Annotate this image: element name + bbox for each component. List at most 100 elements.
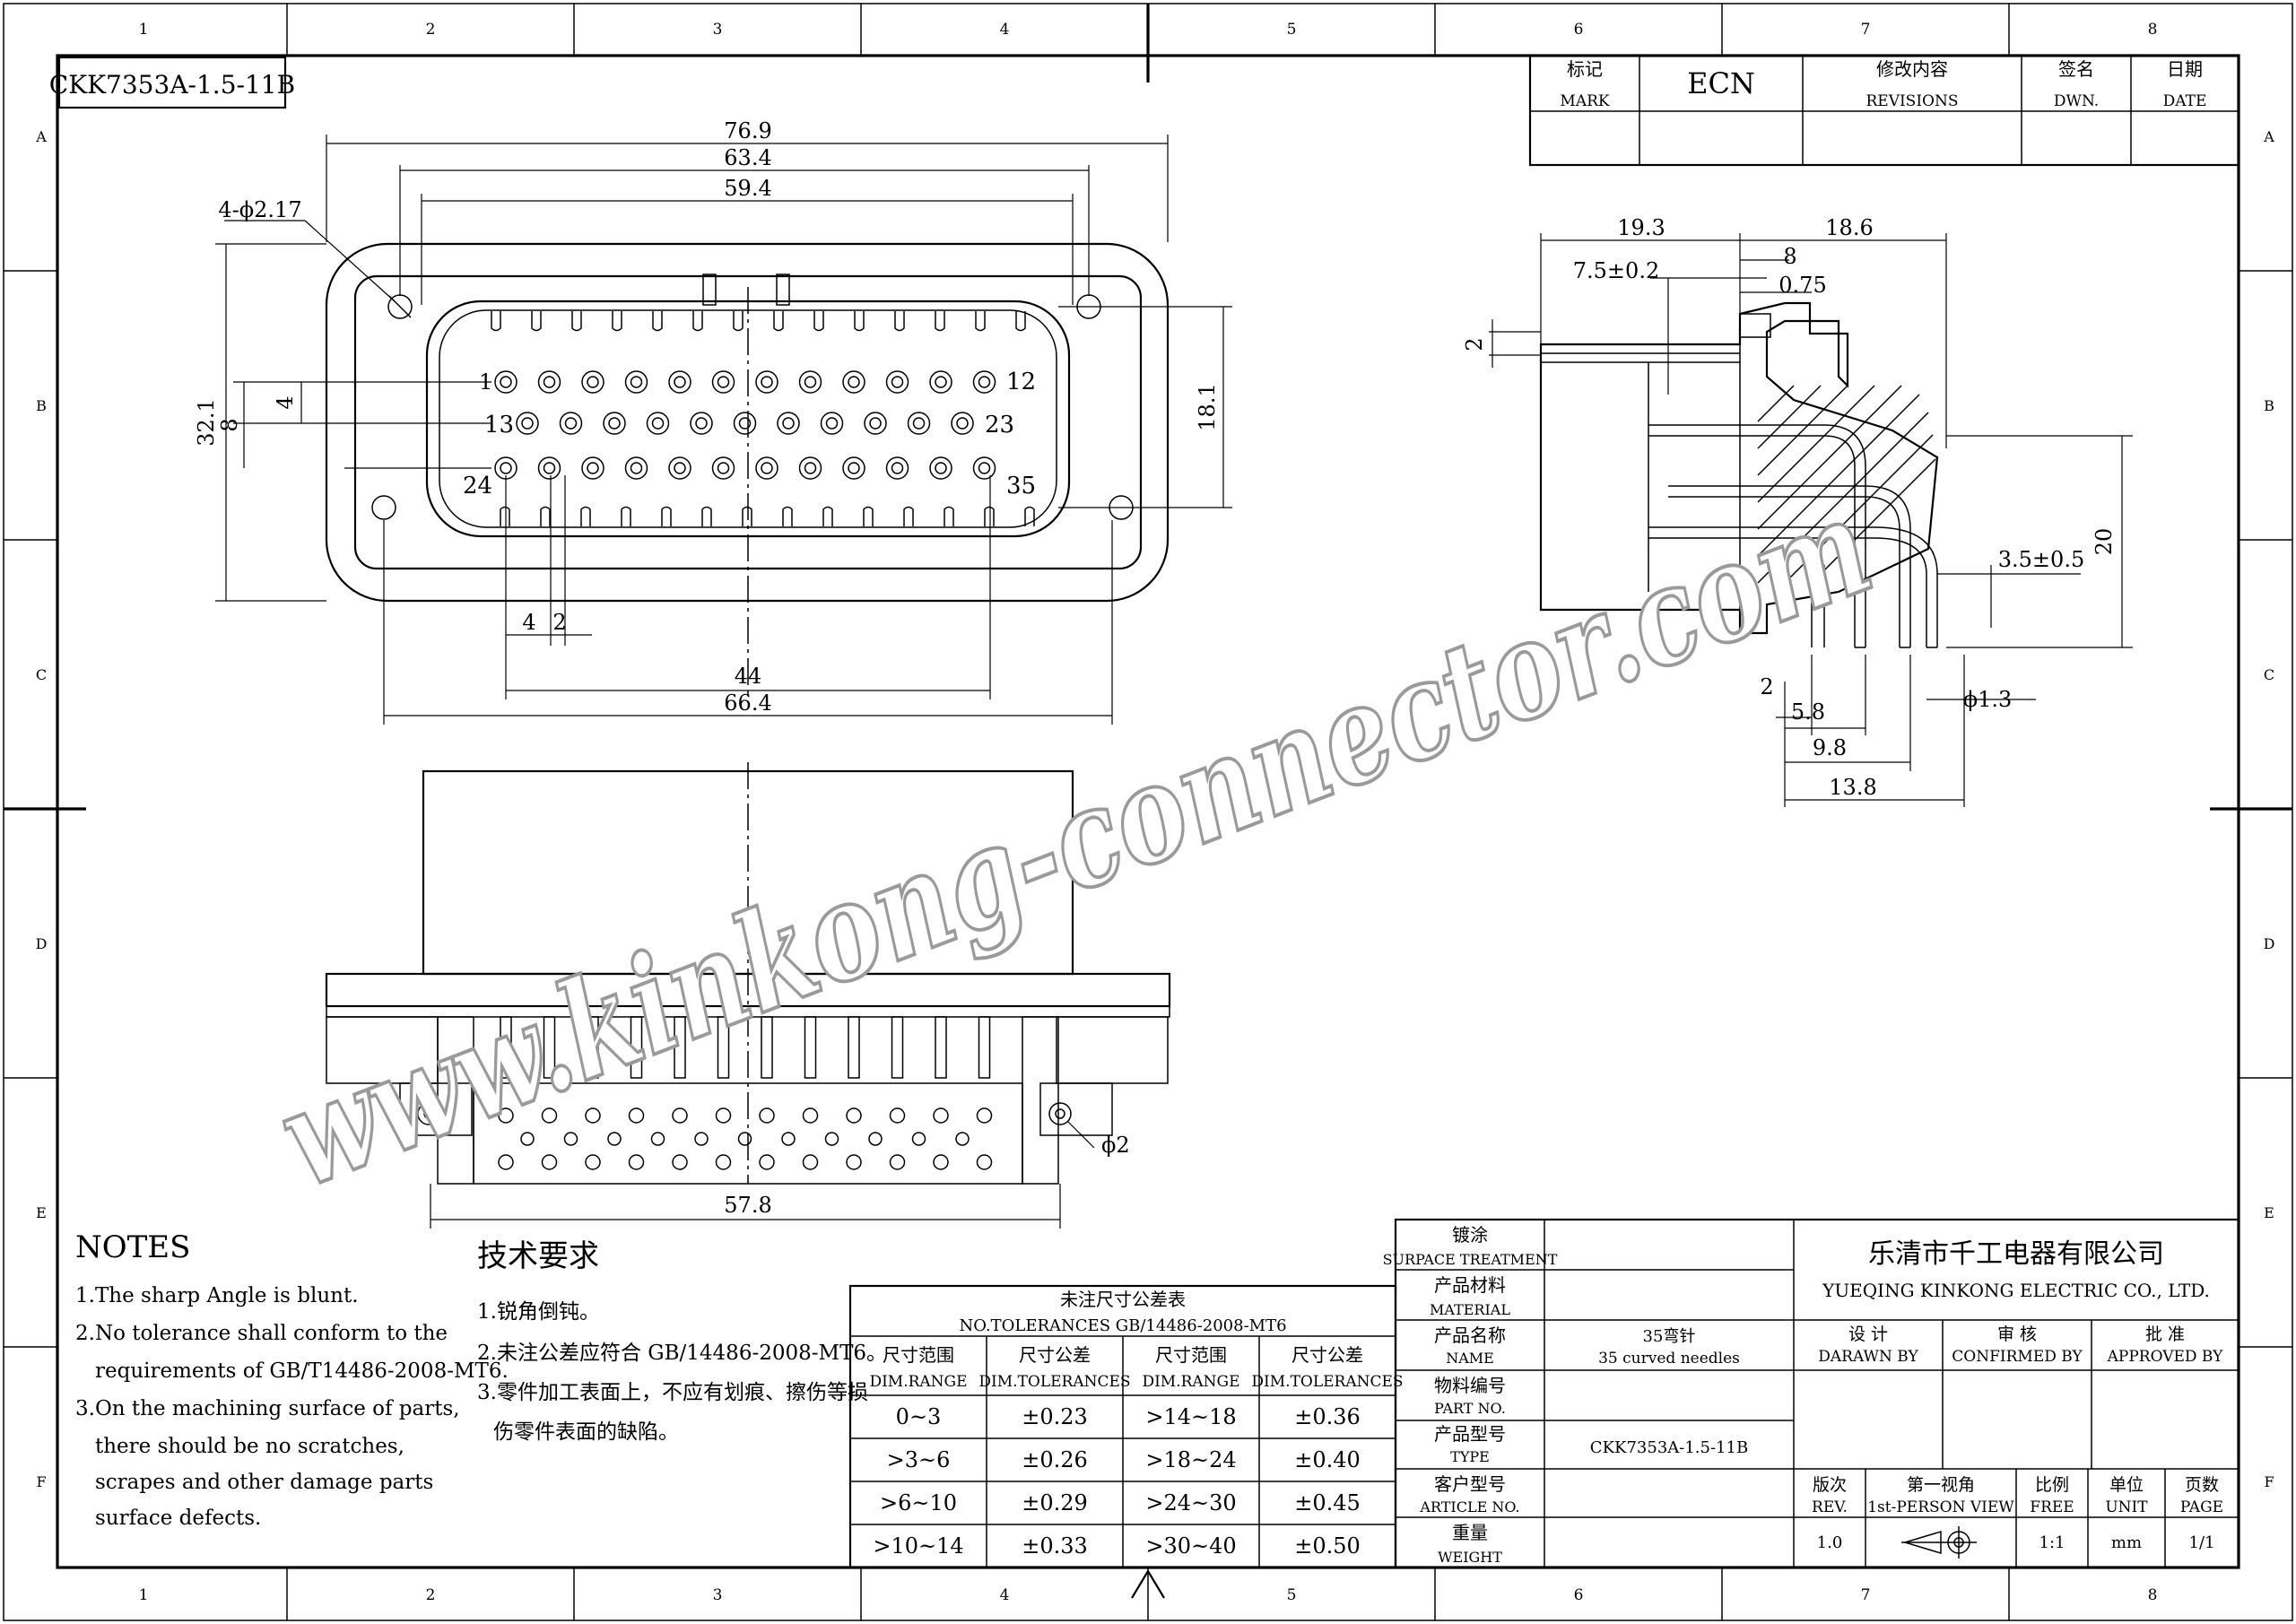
dim-5-8: 5.8 bbox=[1791, 699, 1825, 725]
pin-end bbox=[498, 1107, 514, 1124]
pin-label-13: 13 bbox=[484, 412, 514, 439]
dim-2-bottom-side: 2 bbox=[1760, 674, 1773, 699]
pin-end bbox=[802, 1107, 819, 1124]
tb-article-en: ARTICLE NO. bbox=[1419, 1498, 1519, 1515]
pin-center bbox=[804, 376, 817, 388]
dim-57-8: 57.8 bbox=[724, 1193, 771, 1218]
grid-row-labels: A B C D E F A B C D E F bbox=[35, 128, 2274, 1490]
notes-line-6: scrapes and other damage parts bbox=[95, 1471, 433, 1494]
tol-cell: 0~3 bbox=[896, 1404, 942, 1429]
watermark: www.kinkong-connector.com bbox=[258, 465, 1892, 1220]
pin-center bbox=[804, 462, 817, 474]
pin-end bbox=[846, 1154, 862, 1170]
tb-material-cn: 产品材料 bbox=[1434, 1274, 1506, 1296]
grid-col-7-bottom: 7 bbox=[1861, 1586, 1871, 1604]
notes-line-3: requirements of GB/T14486-2008-MT6. bbox=[95, 1359, 509, 1383]
side-view: 19.3 18.6 7.5±0.2 8 0.75 2 20 3.5±0.5 2 … bbox=[1462, 215, 2133, 807]
pin-end bbox=[759, 1107, 775, 1124]
tb-company-cn: 乐清市千工电器有限公司 bbox=[1868, 1238, 2164, 1270]
pin-end bbox=[715, 1154, 732, 1170]
pin-center bbox=[891, 462, 904, 474]
grid-col-5: 5 bbox=[1287, 21, 1297, 39]
pin-label-35: 35 bbox=[1006, 473, 1036, 499]
bottom-slot bbox=[1024, 506, 1035, 526]
pin-end bbox=[933, 1107, 949, 1124]
dim-4-left: 4 bbox=[273, 395, 298, 409]
tol-header-4-cn: 尺寸公差 bbox=[1292, 1344, 1363, 1366]
drawing-title-box: CKK7353A-1.5-11B bbox=[49, 56, 295, 109]
pin-lead bbox=[761, 1016, 773, 1079]
pin-end bbox=[498, 1154, 514, 1170]
pin-center bbox=[717, 462, 730, 474]
dim-32-1: 32.1 bbox=[194, 398, 219, 446]
tol-cell: >14~18 bbox=[1145, 1404, 1236, 1429]
pin-end bbox=[759, 1154, 775, 1170]
tol-cell: >10~14 bbox=[873, 1533, 963, 1559]
notes-line-7: surface defects. bbox=[95, 1507, 261, 1530]
pin bbox=[516, 412, 539, 435]
pin bbox=[842, 370, 865, 394]
rev-dwn-en: DWN. bbox=[2054, 92, 2099, 110]
notes-title: NOTES bbox=[75, 1229, 190, 1265]
pin bbox=[972, 370, 996, 394]
grid-col-6: 6 bbox=[1574, 21, 1584, 39]
tb-confirm-en: CONFIRMED BY bbox=[1952, 1348, 2083, 1366]
dim-phi-2: ϕ2 bbox=[1101, 1133, 1130, 1158]
grid-col-4: 4 bbox=[1000, 21, 1010, 39]
tb-partno-en: PART NO. bbox=[1434, 1400, 1506, 1417]
pin-end bbox=[715, 1107, 732, 1124]
pin-end bbox=[911, 1132, 926, 1146]
tb-scale-en: FREE bbox=[2030, 1498, 2074, 1516]
revisions-table: 标记 MARK ECN 修改内容 REVISIONS 签名 DWN. 日期 DA… bbox=[1528, 54, 2240, 167]
grid-column-labels: 1 2 3 4 5 6 7 8 1 2 3 4 5 6 7 8 bbox=[139, 21, 2158, 1604]
pin-lead bbox=[804, 1016, 817, 1079]
tb-name-cn: 产品名称 bbox=[1434, 1324, 1506, 1346]
grid-col-1: 1 bbox=[139, 21, 149, 39]
grid-row-e-right: E bbox=[2264, 1204, 2274, 1221]
tol-cell: >6~10 bbox=[880, 1490, 957, 1515]
top-slot bbox=[894, 311, 905, 332]
top-slot bbox=[854, 311, 865, 332]
dim-18-6: 18.6 bbox=[1825, 215, 1873, 240]
bottom-slot bbox=[863, 506, 874, 526]
pin bbox=[864, 412, 887, 435]
pin-end bbox=[672, 1154, 688, 1170]
tb-page-en: PAGE bbox=[2180, 1498, 2223, 1516]
tb-partno-cn: 物料编号 bbox=[1434, 1375, 1506, 1396]
pin-center bbox=[674, 376, 686, 388]
tb-view-cn: 第一视角 bbox=[1907, 1475, 1975, 1495]
bottom-slot bbox=[903, 506, 914, 526]
pin-lead bbox=[674, 1016, 686, 1079]
top-slot bbox=[491, 311, 501, 332]
bottom-slots bbox=[500, 506, 1035, 526]
pin-lead bbox=[543, 1016, 556, 1079]
pin-lead bbox=[630, 1016, 643, 1079]
pin-end bbox=[781, 1132, 796, 1146]
pin-center bbox=[912, 417, 926, 430]
tol-header-3-cn: 尺寸范围 bbox=[1155, 1344, 1227, 1366]
rev-date-en: DATE bbox=[2163, 92, 2207, 110]
grid-row-d-right: D bbox=[2264, 935, 2275, 952]
rev-revisions-en: REVISIONS bbox=[1866, 92, 1958, 110]
rev-revisions-cn: 修改内容 bbox=[1876, 58, 1948, 80]
pin-end bbox=[541, 1107, 558, 1124]
pin-center bbox=[500, 376, 512, 388]
pin-end bbox=[737, 1132, 752, 1146]
grid-row-b: B bbox=[36, 397, 47, 414]
tolerance-table: 未注尺寸公差表 NO.TOLERANCES GB/14486-2008-MT6 … bbox=[848, 1284, 1404, 1569]
pin-end bbox=[955, 1132, 970, 1146]
pin bbox=[798, 456, 822, 480]
dim-3-5: 3.5±0.5 bbox=[1998, 547, 2084, 572]
rev-mark-en: MARK bbox=[1560, 92, 1609, 110]
notes-cn-line-1: 1.锐角倒钝。 bbox=[477, 1300, 600, 1324]
tol-cell: ±0.50 bbox=[1294, 1533, 1361, 1559]
tb-article-cn: 客户型号 bbox=[1434, 1473, 1506, 1495]
tol-header-4-en: DIM.TOLERANCES bbox=[1251, 1373, 1403, 1391]
bottom-slot bbox=[742, 506, 752, 526]
tb-name-en: NAME bbox=[1446, 1350, 1494, 1367]
front-view: 1 12 13 23 24 35 bbox=[194, 118, 1232, 725]
tb-material-en: MATERIAL bbox=[1430, 1301, 1510, 1318]
pin bbox=[929, 456, 952, 480]
dim-13-8: 13.8 bbox=[1829, 775, 1876, 800]
pin-center bbox=[543, 376, 556, 388]
